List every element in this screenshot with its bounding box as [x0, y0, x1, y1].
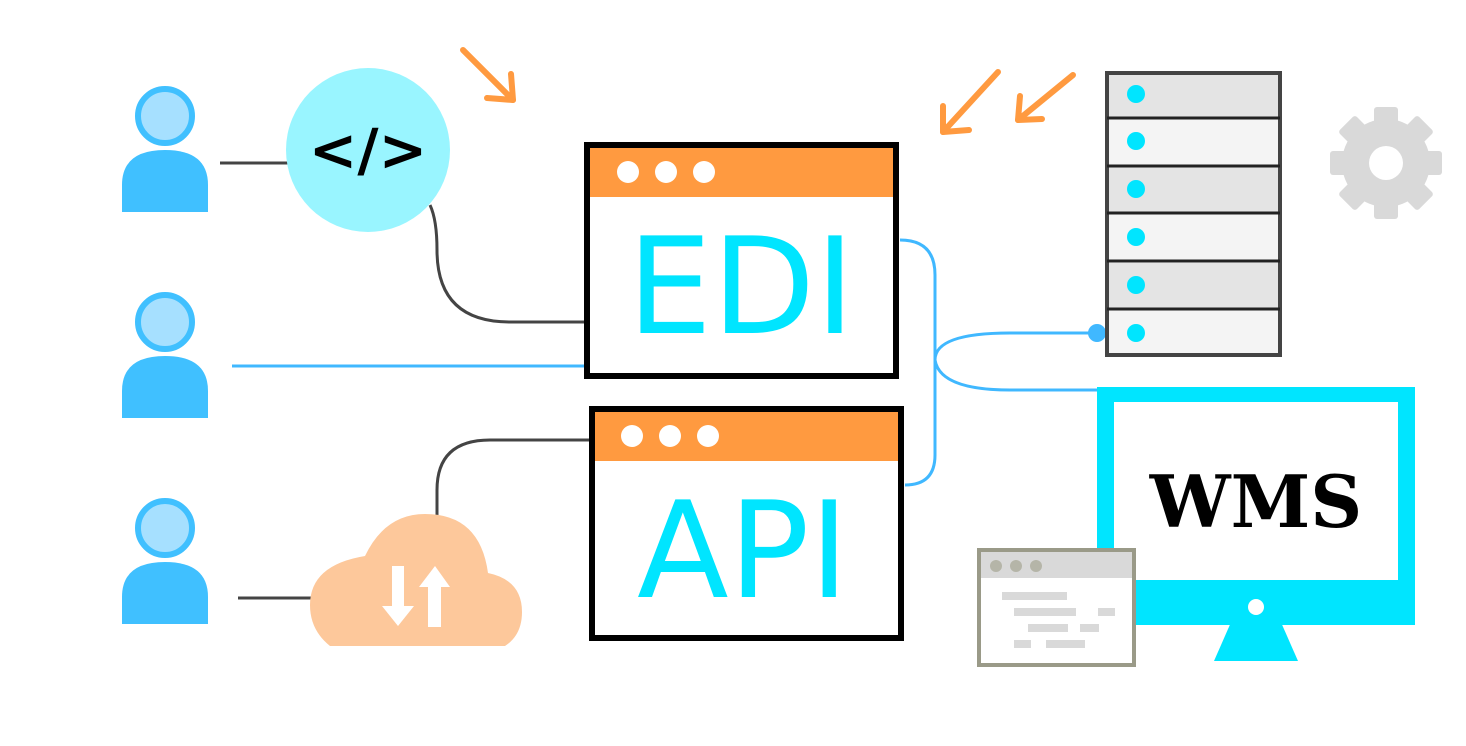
window-dot	[659, 425, 681, 447]
connector-cloud-api	[435, 438, 590, 515]
connector-server-wms	[933, 331, 1100, 392]
edi-label: EDI	[627, 209, 854, 365]
window-dot	[621, 425, 643, 447]
wms-label: WMS	[1149, 459, 1363, 544]
user-body	[122, 562, 208, 624]
arrow-icon	[1015, 72, 1076, 123]
code-icon: </>	[309, 116, 427, 184]
connector-edi-api	[899, 238, 937, 487]
window-dot	[617, 161, 639, 183]
connector-dot	[1088, 324, 1106, 342]
arrow-icon	[940, 69, 1001, 135]
user-head	[135, 292, 195, 352]
monitor-power-dot	[1248, 599, 1264, 615]
app-window-icon	[977, 548, 1136, 667]
user-head	[135, 86, 195, 146]
server-led	[1127, 132, 1145, 150]
api-window: API	[589, 406, 904, 641]
cloud-icon	[310, 514, 522, 646]
connector-code-edi	[428, 204, 586, 324]
user-head	[135, 498, 195, 558]
server-led	[1127, 180, 1145, 198]
arrow-icon	[460, 47, 516, 103]
server-led	[1127, 324, 1145, 342]
user-2	[122, 292, 208, 418]
user-body	[122, 356, 208, 418]
user-body	[122, 150, 208, 212]
edi-window: EDI	[584, 142, 899, 379]
code-bubble	[286, 68, 450, 232]
window-dot	[697, 425, 719, 447]
server-led	[1127, 276, 1145, 294]
server-led	[1127, 228, 1145, 246]
gear-icon	[1330, 107, 1442, 219]
server-led	[1127, 85, 1145, 103]
monitor-stand	[1214, 620, 1298, 661]
upload-download-arrows-icon	[382, 566, 450, 627]
user-3	[122, 498, 208, 624]
server-rack-icon	[1105, 71, 1282, 357]
window-dot	[693, 161, 715, 183]
api-label: API	[637, 473, 849, 629]
window-dot	[655, 161, 677, 183]
wms-monitor: WMS	[1097, 387, 1415, 661]
window-header	[595, 412, 898, 461]
user-1	[122, 86, 208, 212]
window-header	[590, 148, 893, 197]
